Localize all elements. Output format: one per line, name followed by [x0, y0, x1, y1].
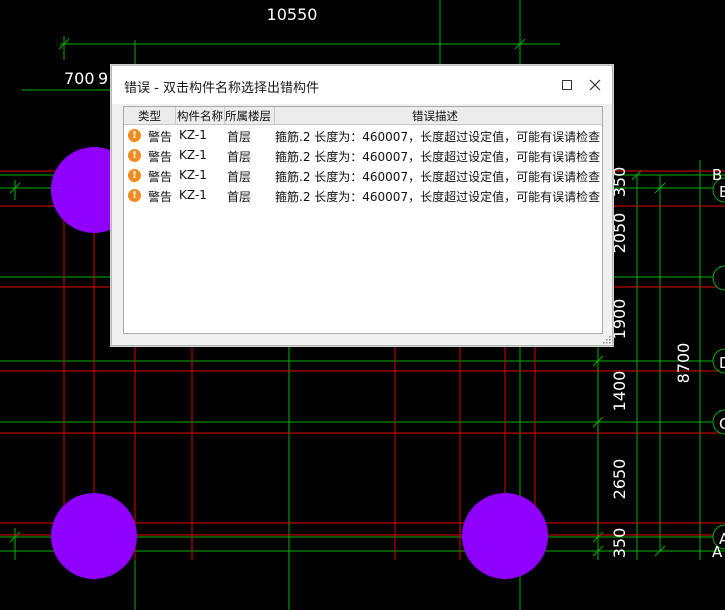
close-button[interactable]	[586, 76, 604, 94]
row-floor: 首层	[227, 130, 252, 144]
dimension-label: 8700	[674, 343, 693, 384]
dialog-titlebar[interactable]: 错误 - 双击构件名称选择出错构件	[112, 66, 612, 104]
error-dialog[interactable]: 错误 - 双击构件名称选择出错构件 类型 构件名称 所属楼层 错误描述 ! 警告…	[111, 65, 613, 346]
column-header-description[interactable]: 错误描述	[412, 109, 458, 123]
row-component-name[interactable]: KZ-1	[179, 128, 207, 142]
table-row[interactable]: ! 警告 KZ-1 首层 箍筋.2 长度为：460007，长度超过设定值，可能有…	[124, 126, 602, 146]
axis-label: A	[719, 530, 725, 548]
axis-label: A	[712, 543, 723, 561]
table-header: 类型 构件名称 所属楼层 错误描述	[124, 107, 602, 125]
warning-icon: !	[128, 149, 141, 162]
row-type: 警告	[148, 190, 173, 204]
table-row[interactable]: ! 警告 KZ-1 首层 箍筋.2 长度为：460007，长度超过设定值，可能有…	[124, 166, 602, 186]
column-header-floor[interactable]: 所属楼层	[225, 109, 271, 123]
row-component-name[interactable]: KZ-1	[179, 168, 207, 182]
warning-icon: !	[128, 129, 141, 142]
row-floor: 首层	[227, 170, 252, 184]
row-type: 警告	[148, 130, 173, 144]
axis-label: C	[719, 415, 725, 433]
axis-bubbles	[712, 177, 725, 550]
dialog-title: 错误 - 双击构件名称选择出错构件	[124, 81, 319, 96]
dimension-label: 9	[98, 69, 108, 88]
row-description: 箍筋.2 长度为：460007，长度超过设定值，可能有误请检查	[275, 130, 601, 144]
error-table[interactable]: 类型 构件名称 所属楼层 错误描述 ! 警告 KZ-1 首层 箍筋.2 长度为：…	[123, 106, 603, 334]
column-header-type[interactable]: 类型	[138, 109, 161, 123]
dimension-label: 10550	[267, 5, 318, 24]
row-description: 箍筋.2 长度为：460007，长度超过设定值，可能有误请检查	[275, 150, 601, 164]
dimension-label: 1400	[610, 371, 629, 412]
maximize-button[interactable]	[558, 76, 576, 94]
axis-label: D	[719, 354, 725, 372]
column-circle[interactable]	[462, 493, 548, 579]
warning-icon: !	[128, 189, 141, 202]
dimension-label: 700	[64, 69, 95, 88]
dimension-label: 350	[610, 167, 629, 198]
column-circle[interactable]	[51, 493, 137, 579]
row-description: 箍筋.2 长度为：460007，长度超过设定值，可能有误请检查	[275, 190, 601, 204]
row-type: 警告	[148, 150, 173, 164]
axis-label: E	[719, 183, 725, 201]
table-row[interactable]: ! 警告 KZ-1 首层 箍筋.2 长度为：460007，长度超过设定值，可能有…	[124, 186, 602, 206]
row-floor: 首层	[227, 190, 252, 204]
close-icon	[589, 79, 601, 91]
row-type: 警告	[148, 170, 173, 184]
dimension-label: 1900	[610, 299, 629, 340]
row-description: 箍筋.2 长度为：460007，长度超过设定值，可能有误请检查	[275, 170, 601, 184]
maximize-icon	[562, 80, 572, 90]
axis-label: B	[712, 166, 722, 184]
row-component-name[interactable]: KZ-1	[179, 148, 207, 162]
dimension-label: 2650	[610, 459, 629, 500]
column-header-name[interactable]: 构件名称	[177, 109, 223, 123]
resize-grip-icon[interactable]	[601, 334, 611, 344]
row-floor: 首层	[227, 150, 252, 164]
table-row[interactable]: ! 警告 KZ-1 首层 箍筋.2 长度为：460007，长度超过设定值，可能有…	[124, 146, 602, 166]
dimension-label: 2050	[610, 213, 629, 254]
warning-icon: !	[128, 169, 141, 182]
dimension-label: 350	[610, 528, 629, 559]
row-component-name[interactable]: KZ-1	[179, 188, 207, 202]
